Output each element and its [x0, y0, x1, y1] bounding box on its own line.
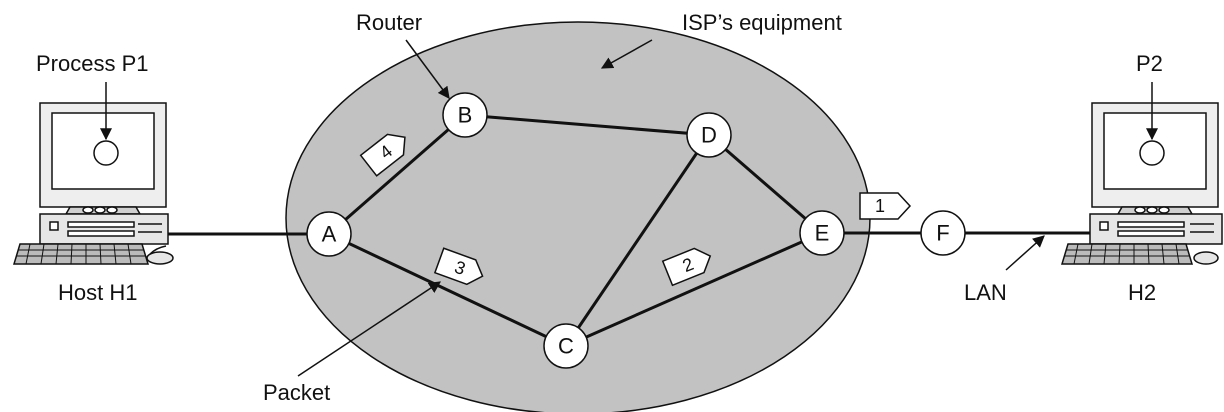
isp-equipment-label: ISP’s equipment — [682, 10, 842, 35]
link-a-b — [328, 113, 466, 236]
link-a-c — [328, 232, 567, 348]
host-h2-label: H2 — [1128, 280, 1156, 305]
link-d-c — [564, 134, 711, 347]
link-b-d — [464, 113, 710, 137]
svg-text:C: C — [558, 334, 574, 359]
host-h1-label: Host H1 — [58, 280, 137, 305]
svg-text:E: E — [815, 221, 830, 246]
node-c: C — [543, 323, 589, 369]
process-p1-label: Process P1 — [36, 51, 149, 76]
host-h1-computer — [12, 102, 174, 265]
node-f: F — [920, 210, 966, 256]
process-p1-icon — [93, 140, 119, 166]
svg-text:D: D — [701, 123, 717, 148]
svg-text:A: A — [322, 222, 337, 247]
arrow-router — [405, 39, 450, 99]
svg-text:1: 1 — [875, 196, 885, 216]
router-label: Router — [356, 10, 422, 35]
arrow-isp — [600, 39, 653, 69]
process-p2-icon — [1139, 140, 1165, 166]
packet-2: 2 — [661, 247, 712, 287]
host-h2-computer — [1060, 102, 1223, 265]
packet-label: Packet — [263, 380, 330, 405]
node-e: E — [799, 210, 845, 256]
link-d-e — [708, 133, 823, 235]
packet-3: 3 — [433, 247, 484, 286]
arrow-packet — [297, 281, 442, 377]
process-p2-label: P2 — [1136, 51, 1163, 76]
packet-4: 4 — [359, 133, 406, 177]
arrow-lan — [1005, 235, 1045, 271]
annotation-arrows — [100, 39, 1158, 377]
lan-label: LAN — [964, 280, 1007, 305]
node-b: B — [442, 92, 488, 138]
node-a: A — [306, 211, 352, 257]
svg-text:F: F — [936, 221, 949, 246]
packet-1: 1 — [859, 192, 912, 220]
links — [168, 113, 1090, 348]
link-c-e — [565, 231, 823, 348]
svg-text:B: B — [458, 103, 473, 128]
node-d: D — [686, 112, 732, 158]
